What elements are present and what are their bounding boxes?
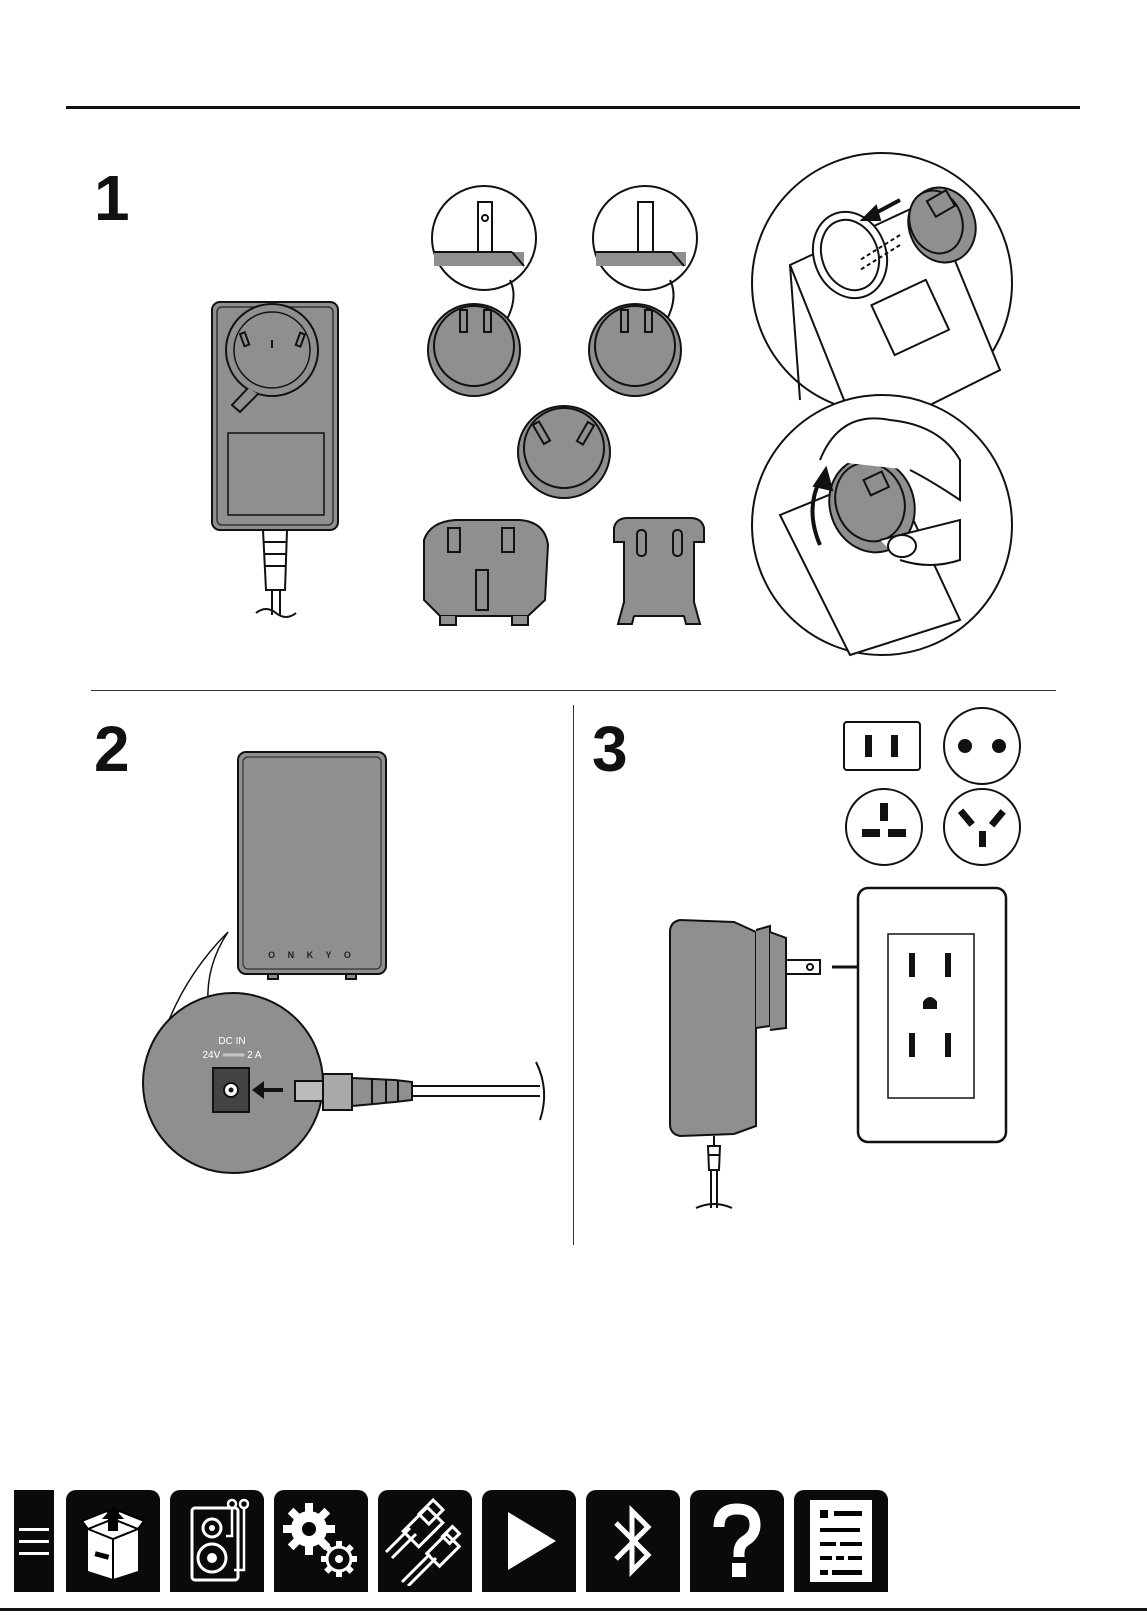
nav-box-unpack-button[interactable] — [66, 1490, 160, 1592]
top-divider — [66, 106, 1080, 109]
step-1-illustration — [0, 150, 1147, 680]
step-3-illustration — [574, 700, 1147, 1220]
nav-help-button[interactable] — [690, 1490, 784, 1592]
step-2-illustration: O N K Y O DC IN 24V ═══ 2 A — [0, 700, 573, 1200]
help-question-icon — [707, 1501, 767, 1581]
adapter-front-view — [212, 302, 338, 617]
outlet-type-c-symbol — [944, 708, 1020, 784]
nav-list-document-button[interactable] — [794, 1490, 888, 1592]
dc-voltage-label: 24V ═══ 2 A — [202, 1050, 261, 1061]
router-brand-label: O N K Y O — [268, 950, 356, 960]
plug-type-au — [518, 406, 610, 498]
nav-usb-cable-button[interactable] — [378, 1490, 472, 1592]
nav-bluetooth-button[interactable] — [586, 1490, 680, 1592]
nav-play-button[interactable] — [482, 1490, 576, 1592]
nav-speaker-connection-button[interactable] — [170, 1490, 264, 1592]
plug-type-b — [589, 304, 681, 396]
settings-gears-icon — [279, 1499, 363, 1583]
middle-divider — [91, 690, 1056, 691]
dc-in-label: DC IN — [218, 1036, 245, 1047]
dc-plug-cable — [295, 1062, 544, 1120]
box-unpack-icon — [78, 1501, 148, 1581]
nav-settings-button[interactable] — [274, 1490, 368, 1592]
play-icon — [494, 1506, 564, 1576]
usb-cable-icon — [382, 1496, 468, 1586]
bluetooth-icon — [608, 1501, 658, 1581]
rotate-plug-closeup — [752, 395, 1012, 655]
outlet-type-i-symbol — [944, 789, 1020, 865]
speaker-connection-icon — [182, 1496, 252, 1586]
list-document-icon — [806, 1496, 876, 1586]
hamburger-menu-icon — [19, 1528, 49, 1531]
plug-type-a — [428, 304, 520, 396]
plug-type-uk — [424, 520, 548, 625]
adapter-side-view — [670, 920, 820, 1208]
bottom-divider — [0, 1608, 1147, 1611]
plug-type-eu — [614, 518, 704, 624]
router-device — [238, 752, 386, 979]
outlet-type-a-symbol — [844, 722, 920, 770]
menu-button[interactable] — [14, 1490, 54, 1592]
outlet-type-g-symbol — [846, 789, 922, 865]
wall-outlet — [858, 888, 1006, 1142]
